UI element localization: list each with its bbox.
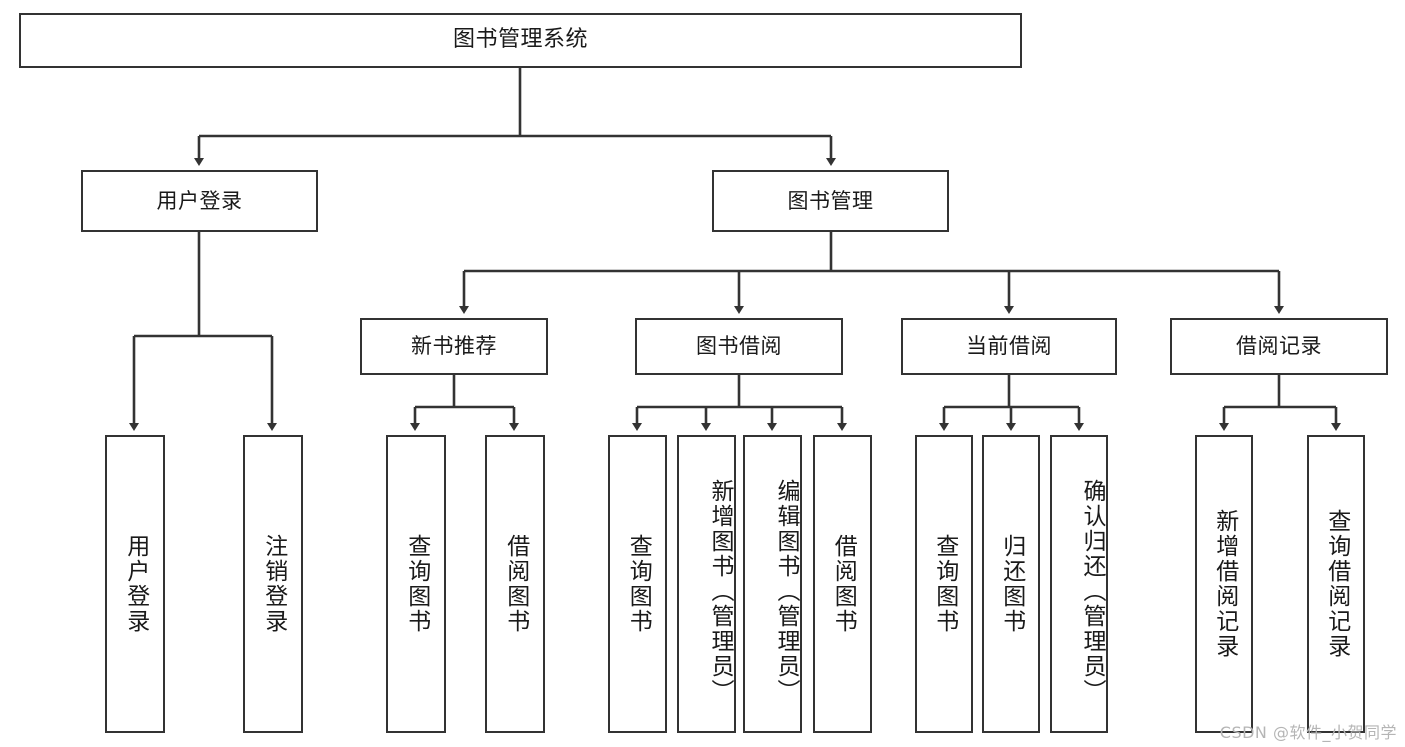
leaf-current-query-book[interactable]: 查询图书 xyxy=(915,435,973,733)
node-new-book-recommendation[interactable]: 新书推荐 xyxy=(360,318,548,375)
leaf-current-return-book[interactable]: 归还图书 xyxy=(982,435,1040,733)
node-current-borrowing[interactable]: 当前借阅 xyxy=(901,318,1117,375)
leaf-new-book-borrow-book[interactable]: 借阅图书 xyxy=(485,435,545,733)
leaf-borrow-query-book[interactable]: 查询图书 xyxy=(608,435,667,733)
node-book-borrowing[interactable]: 图书借阅 xyxy=(635,318,843,375)
leaf-borrow-add-book-admin[interactable]: 新增图书（管理员） xyxy=(677,435,736,733)
node-book-management[interactable]: 图书管理 xyxy=(712,170,949,232)
leaf-records-query-record[interactable]: 查询借阅记录 xyxy=(1307,435,1365,733)
leaf-new-book-query-book[interactable]: 查询图书 xyxy=(386,435,446,733)
leaf-user-login-logout[interactable]: 注销登录 xyxy=(243,435,303,733)
leaf-borrow-borrow-book[interactable]: 借阅图书 xyxy=(813,435,872,733)
leaf-current-confirm-return-admin[interactable]: 确认归还（管理员） xyxy=(1050,435,1108,733)
node-user-login[interactable]: 用户登录 xyxy=(81,170,318,232)
leaf-records-add-record[interactable]: 新增借阅记录 xyxy=(1195,435,1253,733)
watermark-csdn: CSDN @软件_小贺同学 xyxy=(1219,723,1397,742)
leaf-user-login-login[interactable]: 用户登录 xyxy=(105,435,165,733)
node-root-book-management-system[interactable]: 图书管理系统 xyxy=(19,13,1022,68)
node-borrowing-records[interactable]: 借阅记录 xyxy=(1170,318,1388,375)
leaf-borrow-edit-book-admin[interactable]: 编辑图书（管理员） xyxy=(743,435,802,733)
